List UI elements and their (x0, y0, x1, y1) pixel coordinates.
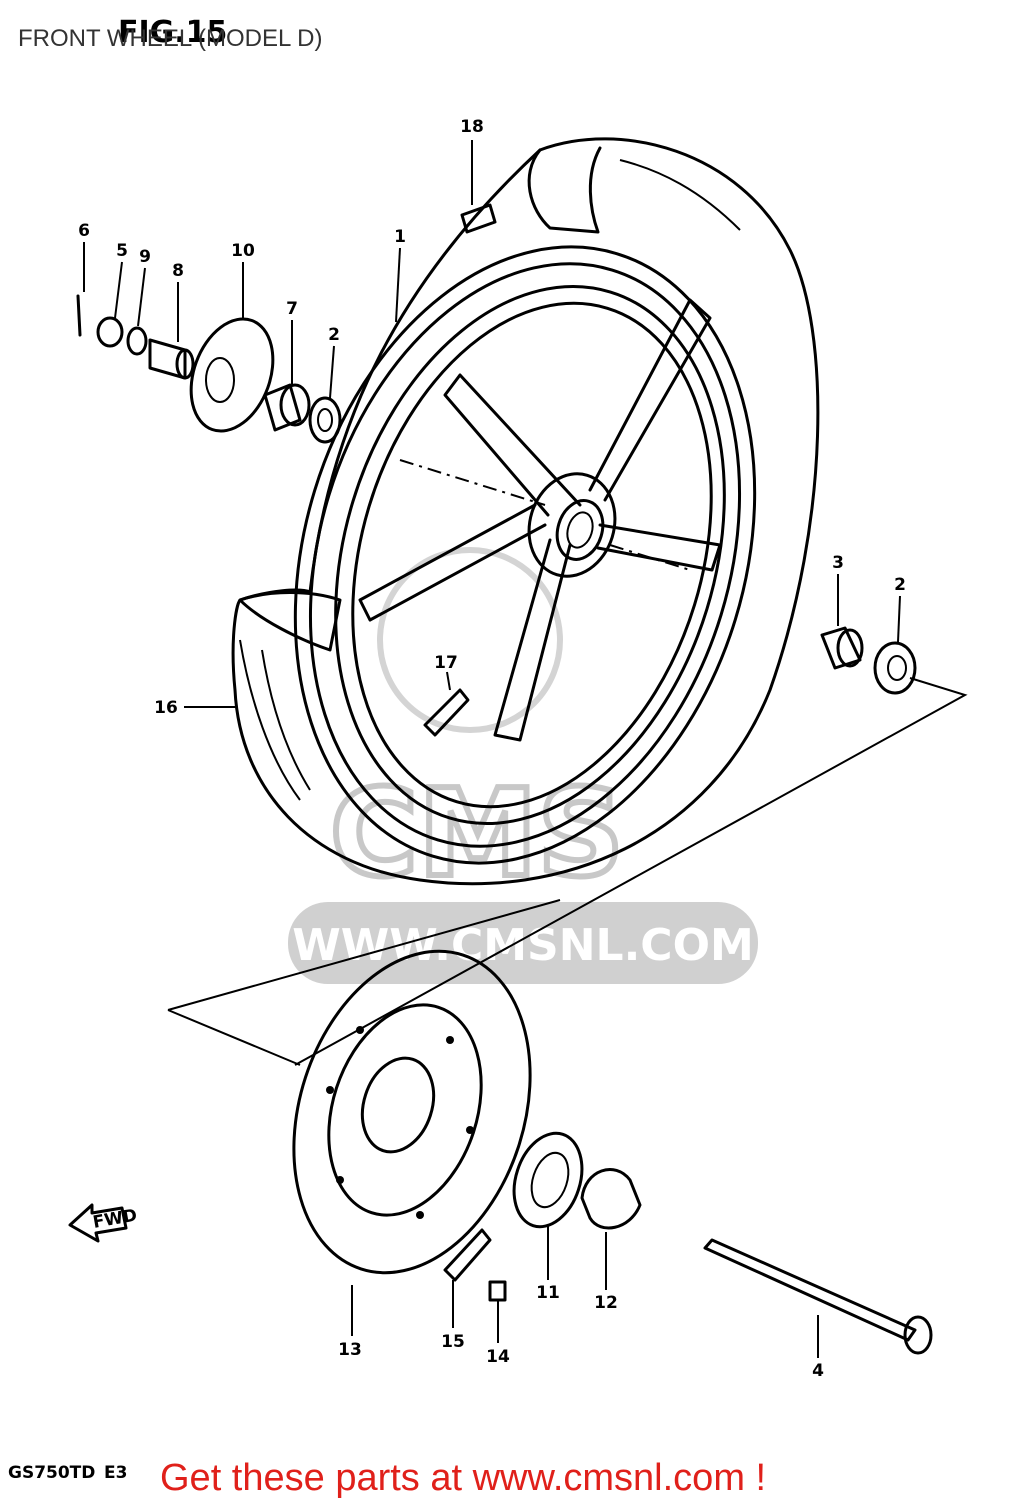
figure-label: FIG.15 (118, 15, 227, 50)
region-code: E3 (104, 1463, 127, 1483)
wheel-assembly (231, 137, 820, 886)
model-code: GS750TD (8, 1463, 95, 1483)
direction-label: FWD (91, 1206, 138, 1233)
callout-17: 17 (434, 653, 458, 673)
callout-9: 9 (139, 247, 151, 267)
watermark-url: WWW.CMSNL.COM (292, 920, 754, 971)
brake-disc-assembly: FWD (68, 949, 933, 1355)
callout-12: 12 (594, 1293, 618, 1313)
callout-18: 18 (460, 117, 484, 137)
footer-link[interactable]: Get these parts at www.cmsnl.com ! (160, 1457, 766, 1499)
leader-lines (83, 140, 901, 1358)
right-parts (167, 626, 968, 1066)
callout-7: 7 (286, 299, 298, 319)
page-title: FRONT WHEEL (MODEL D) (18, 25, 322, 52)
callout-6: 6 (78, 221, 90, 241)
callout-15: 15 (441, 1332, 465, 1352)
callout-16: 16 (154, 698, 178, 718)
callout-8: 8 (172, 261, 184, 281)
callout-10: 10 (231, 241, 255, 261)
callout-labels: 18 1 6 5 9 8 10 7 2 3 2 16 17 11 12 13 1… (78, 117, 906, 1381)
callout-14: 14 (486, 1347, 510, 1367)
callout-2-left: 2 (328, 325, 340, 345)
callout-11: 11 (536, 1283, 560, 1303)
watermark: CMS WWW.CMSNL.COM (288, 547, 758, 984)
callout-2-right: 2 (894, 575, 906, 595)
callout-1: 1 (394, 227, 406, 247)
callout-5: 5 (116, 241, 128, 261)
valve-parts (423, 203, 497, 737)
callout-3: 3 (832, 553, 844, 573)
left-parts (76, 294, 342, 444)
callout-4: 4 (812, 1361, 824, 1381)
callout-13: 13 (338, 1340, 362, 1360)
